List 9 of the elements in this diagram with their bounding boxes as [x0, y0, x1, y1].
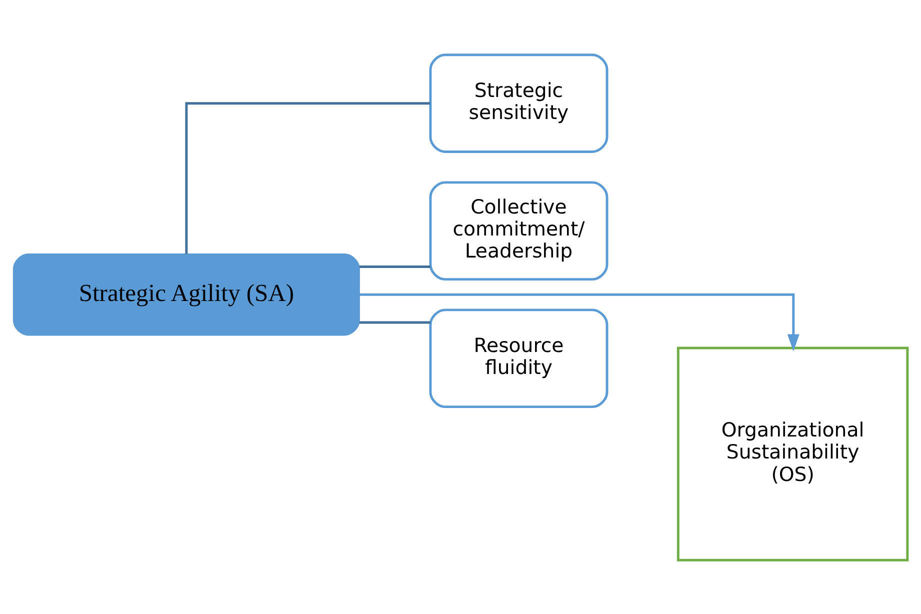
connector [185, 102, 430, 254]
node-box: Strategic Agility (SA) [12, 253, 360, 336]
arrow [360, 292, 800, 351]
connector [359, 265, 430, 268]
connector [359, 320, 430, 324]
node-box: Collective commitment/ Leadership [429, 180, 608, 280]
node-box: Strategic sensitivity [429, 53, 608, 152]
node-box: Organizational Sustainability (OS) [676, 346, 909, 561]
node-box: Resource fluidity [429, 308, 608, 408]
